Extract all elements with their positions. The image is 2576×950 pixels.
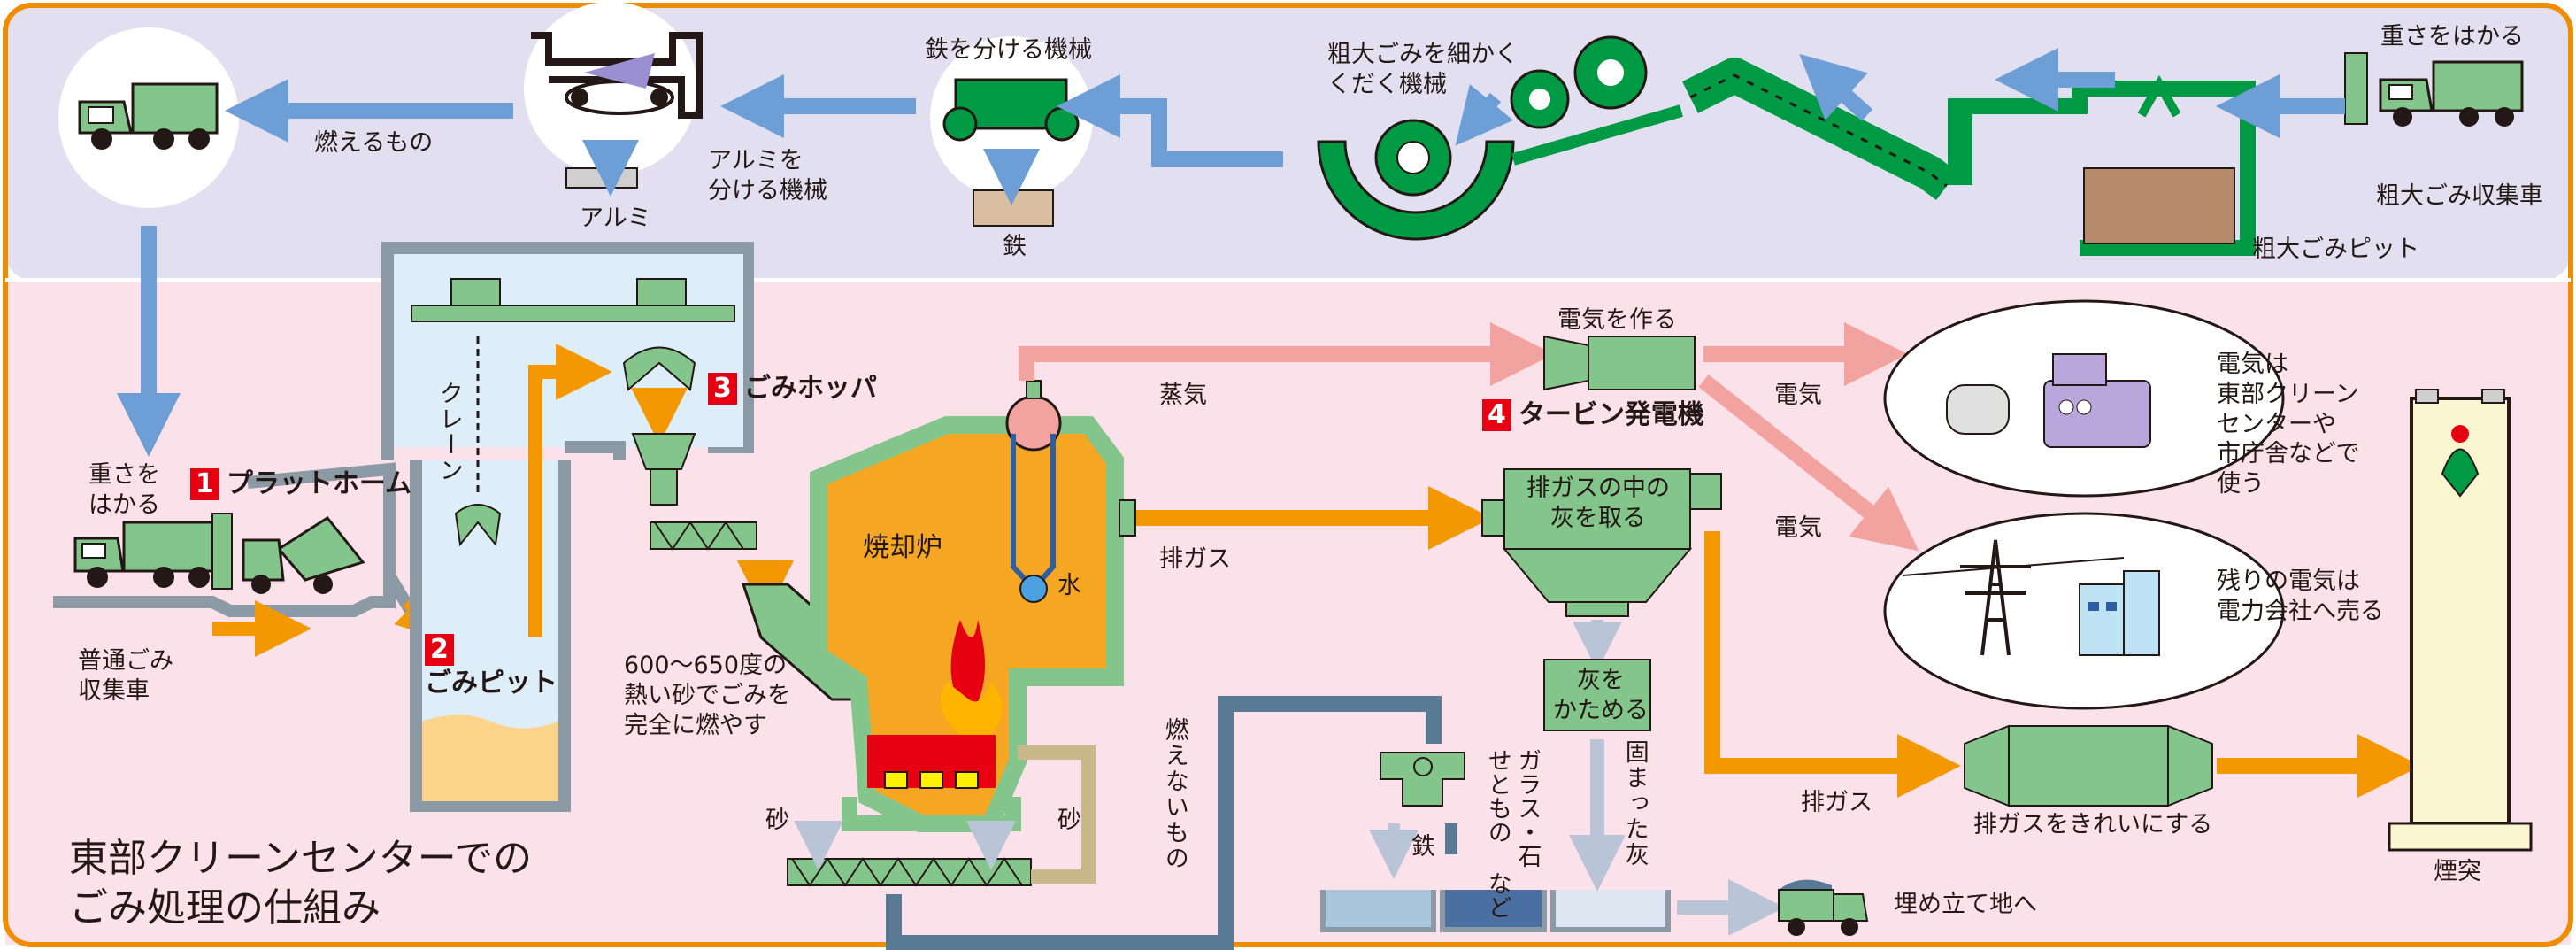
iron-bin [1320, 890, 1436, 932]
label-sand-left: 砂 [765, 807, 789, 834]
normal-truck-icon [73, 521, 214, 588]
label-weigh-left: 重さを はかる [88, 461, 160, 519]
label-non-burnable: 燃えないもの [1160, 717, 1188, 871]
aluminum-separator-icon [531, 32, 703, 189]
water-drum [1019, 575, 1048, 603]
label-bulky-pit: 粗大ごみピット [2252, 236, 2419, 263]
label-use-electricity: 電気は 東部クリーン センターや 市庁舎などで 使う [2217, 351, 2360, 498]
label-crane: クレーン [434, 381, 463, 483]
station-number-3: 3 [708, 373, 737, 405]
label-incinerator: 焼却炉 [863, 532, 942, 563]
label-sell-electricity: 残りの電気は 電力会社へ売る [2217, 568, 2384, 625]
magnet-separator-icon [1380, 752, 1465, 807]
crusher-gears [1317, 35, 1683, 241]
platform-structure [53, 462, 396, 617]
burnables-truck-icon [78, 82, 219, 150]
frame-border [3, 3, 2573, 947]
label-glass-stone: ガラス・石 せともの など [1483, 748, 1542, 919]
iron-separator-icon [942, 78, 1080, 227]
label-sand-text: 600〜650度の 熱い砂でごみを 完全に燃やす [624, 652, 791, 739]
station-pit-label: ごみピット [425, 667, 557, 699]
title-line-2: ごみ処理の仕組み [69, 885, 381, 931]
bulky-conveyor [1682, 58, 1957, 200]
label-steam: 蒸気 [1159, 382, 1207, 409]
label-ash-removal: 排ガスの中の 灰を取る [1526, 475, 1670, 532]
label-iron-top: 鉄 [1003, 233, 1027, 260]
bulky-truck-icon [2344, 52, 2524, 127]
crane-claw-right [622, 346, 696, 391]
label-normal-truck: 普通ごみ 収集車 [78, 647, 173, 705]
dumping-truck-icon [242, 516, 365, 594]
station-platform-label: プラットホーム [226, 468, 411, 499]
station-number-2: 2 [425, 634, 454, 666]
generator-icon [1946, 353, 2151, 448]
label-iron-bottom: 鉄 [1411, 833, 1435, 861]
label-clean-gas: 排ガスをきれいにする [1973, 811, 2213, 838]
garbage-fill [422, 714, 558, 801]
crane-rail [411, 305, 735, 322]
label-aluminum: アルミ [580, 205, 651, 232]
ash-bin [1550, 890, 1671, 932]
chimney-icon [2388, 389, 2533, 852]
ash-solidifier [1543, 659, 1651, 731]
label-make-electricity: 電気を作る [1557, 306, 1677, 334]
bag-filter-icon [1481, 468, 1722, 617]
turbine-generator [1588, 336, 1696, 390]
label-chimney: 煙突 [2434, 858, 2481, 885]
station-turbine-label: タービン発電機 [1518, 399, 1704, 430]
label-weigh-top: 重さをはかる [2380, 23, 2524, 50]
label-aluminum-separator: アルミを 分ける機械 [708, 147, 827, 205]
building-icon [2079, 570, 2160, 656]
station-number-1: 1 [190, 468, 219, 500]
bulky-pit [1948, 81, 2256, 256]
label-solid-ash: 固まった灰 [1620, 739, 1649, 868]
label-electricity-2: 電気 [1774, 514, 1822, 542]
crane-claw-left [454, 504, 502, 547]
screw-feeder [650, 521, 757, 550]
label-crusher: 粗大ごみを細かく くだく機械 [1327, 41, 1519, 98]
label-bulky-truck: 粗大ごみ収集車 [2376, 182, 2543, 210]
label-electricity-1: 電気 [1774, 382, 1822, 409]
label-exhaust-gas-2: 排ガス [1801, 789, 1872, 816]
hopper-icon [631, 433, 696, 470]
label-landfill: 埋め立て地へ [1894, 891, 2037, 918]
title-line-1: 東部クリーンセンターでの [69, 836, 533, 881]
non-burnable-route [886, 696, 1442, 950]
label-harden-ash: 灰を かためる [1553, 667, 1649, 724]
label-exhaust-gas-1: 排ガス [1159, 545, 1231, 573]
power-tower-icon [1902, 539, 2125, 656]
label-iron-separator: 鉄を分ける機械 [925, 36, 1092, 64]
label-sand-right: 砂 [1057, 807, 1081, 834]
station-number-4: 4 [1482, 399, 1511, 431]
label-water: 水 [1057, 572, 1081, 599]
station-hopper-label: ごみホッパ [743, 373, 877, 404]
landfill-truck-icon [1778, 879, 1869, 936]
label-burnables: 燃えるもの [314, 129, 434, 157]
glass-bin [1440, 890, 1547, 932]
gas-scrubber-icon [1964, 725, 2213, 807]
incinerator-body [810, 416, 1124, 832]
